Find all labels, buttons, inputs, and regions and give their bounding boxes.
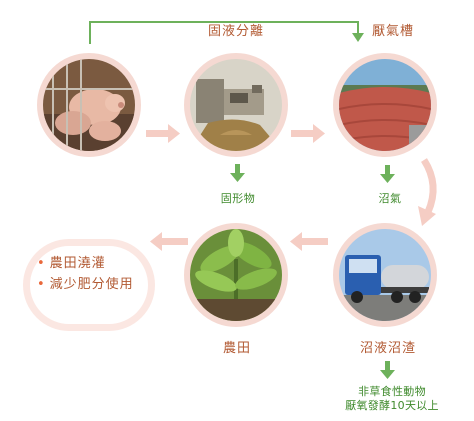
use-item-label: 減少肥分使用	[49, 277, 134, 292]
farmland-label: 農田	[222, 341, 252, 356]
use-item: •減少肥分使用	[37, 274, 155, 295]
effluent-label: 沼液沼渣	[359, 341, 417, 356]
fermentation-note: 非草食性動物 厭氧發酵10天以上	[345, 385, 439, 413]
arrow-farmland-to-uses	[150, 232, 188, 251]
pig-pen-image	[37, 53, 141, 157]
separator-machine-image	[184, 53, 288, 157]
solids-label: 固形物	[220, 192, 256, 205]
use-item-label: 農田澆灌	[49, 256, 106, 271]
arrow-to-biogas	[380, 165, 395, 183]
note-line-2: 厭氧發酵10天以上	[345, 399, 439, 412]
uses-list: •農田澆灌 •減少肥分使用	[23, 239, 155, 331]
bullet-dot-icon: •	[37, 277, 46, 292]
top-bypass-arrow	[89, 21, 359, 44]
arrow-to-solids	[230, 164, 245, 182]
arrow-digester-to-effluent	[418, 158, 437, 226]
separation-label: 固液分離	[207, 24, 265, 39]
biogas-label: 沼氣	[378, 192, 402, 205]
use-item: •農田澆灌	[37, 253, 155, 274]
digester-label: 厭氣槽	[371, 24, 415, 39]
arrow-pigs-to-separation	[146, 124, 180, 143]
digester-tank-image	[333, 53, 437, 157]
arrow-separation-to-digester	[291, 124, 325, 143]
arrow-to-note	[380, 361, 395, 379]
top-bypass-arrowhead	[352, 33, 364, 42]
farmland-image	[184, 223, 288, 327]
bullet-dot-icon: •	[37, 256, 46, 271]
tanker-truck-image	[333, 223, 437, 327]
note-line-1: 非草食性動物	[358, 385, 426, 398]
arrow-effluent-to-farmland	[290, 232, 328, 251]
